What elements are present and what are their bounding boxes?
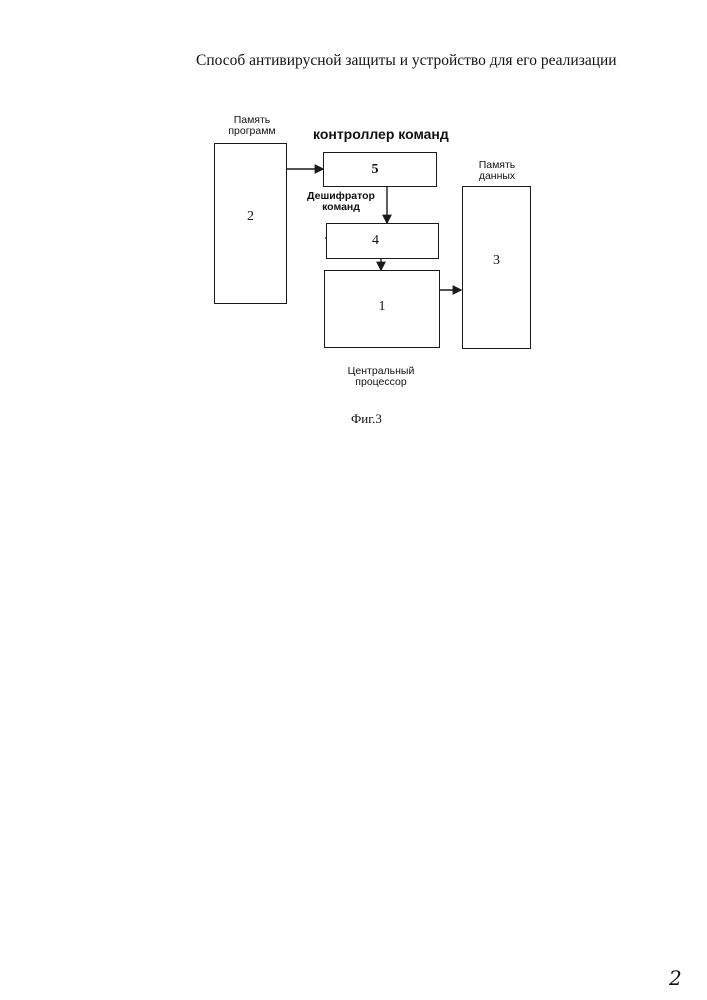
command-controller-block: 5 bbox=[323, 152, 437, 187]
program-memory-label: Память программ bbox=[214, 115, 290, 137]
cpu-number: 1 bbox=[379, 299, 386, 315]
decoder-label-line2: команд bbox=[298, 202, 384, 213]
data-memory-label: Память данных bbox=[460, 160, 534, 182]
cpu-block: 1 bbox=[324, 270, 440, 348]
command-decoder-block: 4 bbox=[326, 223, 439, 259]
program-memory-number: 2 bbox=[247, 209, 254, 225]
page-number: 2 bbox=[669, 966, 682, 990]
command-decoder-number: 4 bbox=[372, 233, 379, 249]
data-memory-number: 3 bbox=[493, 253, 500, 269]
decoder-label: Дешифратор команд bbox=[298, 191, 384, 213]
controller-label: контроллер команд bbox=[313, 126, 449, 142]
cpu-label-line2: процессор bbox=[335, 377, 427, 388]
figure-caption: Фиг.3 bbox=[351, 411, 382, 427]
program-memory-label-line2: программ bbox=[214, 126, 290, 137]
data-memory-label-line2: данных bbox=[460, 171, 534, 182]
data-memory-block: 3 bbox=[462, 186, 531, 349]
program-memory-block: 2 bbox=[214, 143, 287, 304]
cpu-label: Центральный процессор bbox=[335, 366, 427, 388]
command-controller-number: 5 bbox=[372, 162, 379, 178]
